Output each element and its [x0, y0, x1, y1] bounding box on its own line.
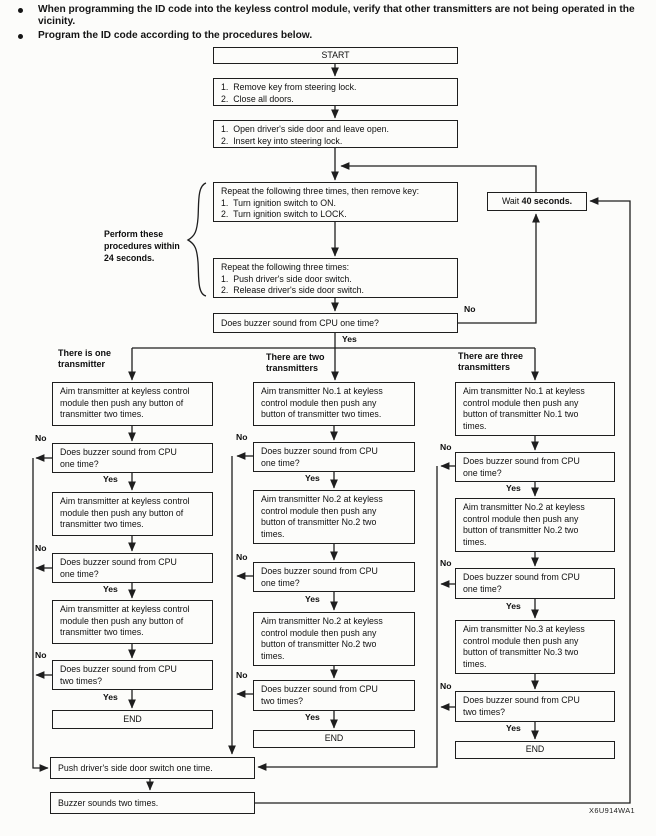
no-label: No [35, 433, 47, 443]
c1-decision-1: Does buzzer sound from CPU one time? [52, 443, 213, 473]
start-node: START [213, 47, 458, 64]
c3-decision-1: Does buzzer sound from CPU one time? [455, 452, 615, 482]
c2-end-node: END [253, 730, 415, 748]
no-label: No [236, 670, 248, 680]
bullet-item: Program the ID code according to the pro… [18, 30, 646, 42]
decision-buzzer-once-main: Does buzzer sound from CPU one time? [213, 313, 458, 333]
push-door-switch-node: Push driver's side door switch one time. [50, 757, 255, 779]
yes-label: Yes [103, 692, 118, 702]
c1-aim-3: Aim transmitter at keyless control modul… [52, 600, 213, 644]
no-label: No [236, 552, 248, 562]
figure-code: X6U914WA1 [589, 806, 636, 815]
c3-decision-3: Does buzzer sound from CPU two times? [455, 691, 615, 722]
buzzer-sounds-node: Buzzer sounds two times. [50, 792, 255, 814]
c3-aim-2: Aim transmitter No.2 at keyless control … [455, 498, 615, 552]
col-three-header: There are three transmitters [458, 351, 524, 373]
yes-label: Yes [506, 483, 521, 493]
bullet-item: When programming the ID code into the ke… [18, 4, 646, 29]
yes-label: Yes [342, 334, 357, 344]
c1-decision-2: Does buzzer sound from CPU one time? [52, 553, 213, 583]
c3-decision-2: Does buzzer sound from CPU one time? [455, 568, 615, 599]
yes-label: Yes [305, 473, 320, 483]
yes-label: Yes [506, 723, 521, 733]
c2-decision-1: Does buzzer sound from CPU one time? [253, 442, 415, 472]
no-label: No [35, 543, 47, 553]
c2-aim-1: Aim transmitter No.1 at keyless control … [253, 382, 415, 426]
c1-aim-2: Aim transmitter at keyless control modul… [52, 492, 213, 536]
step-remove-key: 1. Remove key from steering lock. 2. Clo… [213, 78, 458, 106]
yes-label: Yes [103, 474, 118, 484]
c1-decision-3: Does buzzer sound from CPU two times? [52, 660, 213, 690]
c2-aim-3: Aim transmitter No.2 at keyless control … [253, 612, 415, 666]
note-24-seconds: Perform these procedures within 24 secon… [104, 229, 180, 264]
c1-end-node: END [52, 710, 213, 729]
c3-aim-1: Aim transmitter No.1 at keyless control … [455, 382, 615, 436]
step-door-switch-cycle: Repeat the following three times: 1. Pus… [213, 258, 458, 298]
yes-label: Yes [305, 594, 320, 604]
c1-aim-1: Aim transmitter at keyless control modul… [52, 382, 213, 426]
bullet-icon [18, 8, 23, 13]
yes-label: Yes [305, 712, 320, 722]
c3-end-node: END [455, 741, 615, 759]
step-open-door: 1. Open driver's side door and leave ope… [213, 120, 458, 148]
c3-aim-3: Aim transmitter No.3 at keyless control … [455, 620, 615, 674]
step-ignition-cycle: Repeat the following three times, then r… [213, 182, 458, 222]
bullet-text: When programming the ID code into the ke… [38, 4, 635, 28]
no-label: No [236, 432, 248, 442]
c2-decision-3: Does buzzer sound from CPU two times? [253, 680, 415, 711]
no-label: No [440, 442, 452, 452]
no-label: No [440, 681, 452, 691]
yes-label: Yes [506, 601, 521, 611]
yes-label: Yes [103, 584, 118, 594]
no-label: No [440, 558, 452, 568]
bullet-icon [18, 34, 23, 39]
c2-aim-2: Aim transmitter No.2 at keyless control … [253, 490, 415, 544]
col-one-header: There is one transmitter [58, 348, 112, 370]
wait-40-seconds-node: Wait 40 seconds. [487, 192, 587, 211]
no-label: No [464, 304, 476, 314]
col-two-header: There are two transmitters [266, 352, 325, 374]
c2-decision-2: Does buzzer sound from CPU one time? [253, 562, 415, 592]
no-label: No [35, 650, 47, 660]
bullet-text: Program the ID code according to the pro… [38, 30, 313, 41]
